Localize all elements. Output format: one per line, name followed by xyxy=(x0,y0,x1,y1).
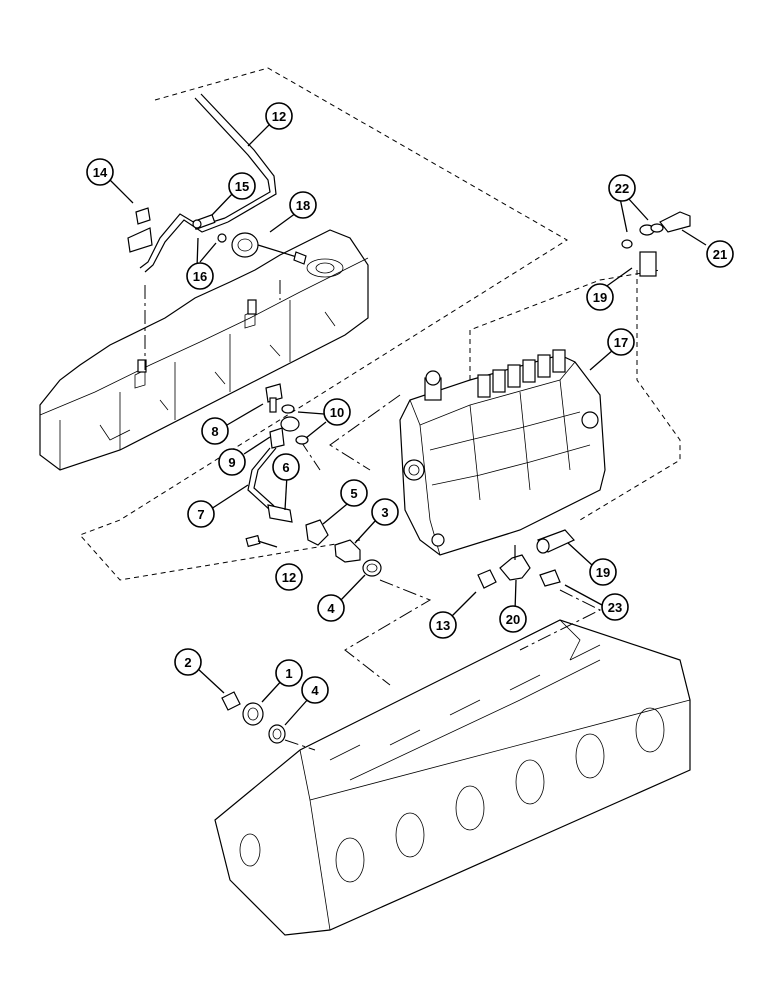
callout-4-upper: 4 xyxy=(317,594,345,622)
callout-13: 13 xyxy=(429,611,457,639)
callout-22: 22 xyxy=(608,174,636,202)
svg-text:23: 23 xyxy=(608,600,622,615)
callout-12-left: 12 xyxy=(275,563,303,591)
callout-18: 18 xyxy=(289,191,317,219)
head-plug-parts xyxy=(221,691,286,744)
breather-valve xyxy=(231,232,307,265)
callout-8: 8 xyxy=(201,417,229,445)
callout-20: 20 xyxy=(499,605,527,633)
svg-text:19: 19 xyxy=(593,290,607,305)
svg-text:8: 8 xyxy=(211,424,218,439)
svg-text:19: 19 xyxy=(596,565,610,580)
callout-23: 23 xyxy=(601,593,629,621)
callout-14: 14 xyxy=(86,158,114,186)
svg-text:12: 12 xyxy=(282,570,296,585)
svg-text:3: 3 xyxy=(381,505,388,520)
callout-16: 16 xyxy=(186,262,214,290)
valve-cover-group-outline xyxy=(79,67,568,581)
callout-7: 7 xyxy=(187,500,215,528)
callout-5: 5 xyxy=(340,479,368,507)
leak-off-tube xyxy=(127,93,277,273)
svg-text:1: 1 xyxy=(285,666,292,681)
svg-text:9: 9 xyxy=(228,455,235,470)
pump-fittings xyxy=(477,211,691,589)
svg-text:4: 4 xyxy=(311,683,319,698)
callout-6: 6 xyxy=(272,453,300,481)
svg-text:4: 4 xyxy=(327,601,335,616)
svg-text:7: 7 xyxy=(197,507,204,522)
callout-2: 2 xyxy=(174,648,202,676)
callout-15: 15 xyxy=(228,172,256,200)
svg-text:17: 17 xyxy=(614,335,628,350)
svg-text:22: 22 xyxy=(615,181,629,196)
svg-text:2: 2 xyxy=(184,655,191,670)
svg-text:21: 21 xyxy=(713,247,727,262)
callouts: 12 14 15 18 16 22 21 19 17 8 10 9 6 5 3 … xyxy=(86,102,734,704)
svg-text:10: 10 xyxy=(330,405,344,420)
callout-1: 1 xyxy=(275,659,303,687)
callout-21: 21 xyxy=(706,240,734,268)
callout-12-top: 12 xyxy=(265,102,293,130)
callout-9: 9 xyxy=(218,448,246,476)
callout-17: 17 xyxy=(607,328,635,356)
svg-text:16: 16 xyxy=(193,269,207,284)
injection-pump-outlets xyxy=(477,349,566,398)
svg-text:12: 12 xyxy=(272,109,286,124)
fuel-line-fittings xyxy=(245,383,382,577)
svg-text:15: 15 xyxy=(235,179,249,194)
cylinder-head xyxy=(214,619,691,936)
callout-4-lower: 4 xyxy=(301,676,329,704)
svg-text:6: 6 xyxy=(282,460,289,475)
svg-text:14: 14 xyxy=(93,165,108,180)
callout-19-top: 19 xyxy=(586,283,614,311)
svg-text:20: 20 xyxy=(506,612,520,627)
svg-text:5: 5 xyxy=(350,486,357,501)
callout-19-lower: 19 xyxy=(589,558,617,586)
svg-text:18: 18 xyxy=(296,198,310,213)
callout-10: 10 xyxy=(323,398,351,426)
svg-text:13: 13 xyxy=(436,618,450,633)
valve-cover xyxy=(39,229,369,471)
fuel-injection-pump xyxy=(399,349,606,556)
callout-3: 3 xyxy=(371,498,399,526)
